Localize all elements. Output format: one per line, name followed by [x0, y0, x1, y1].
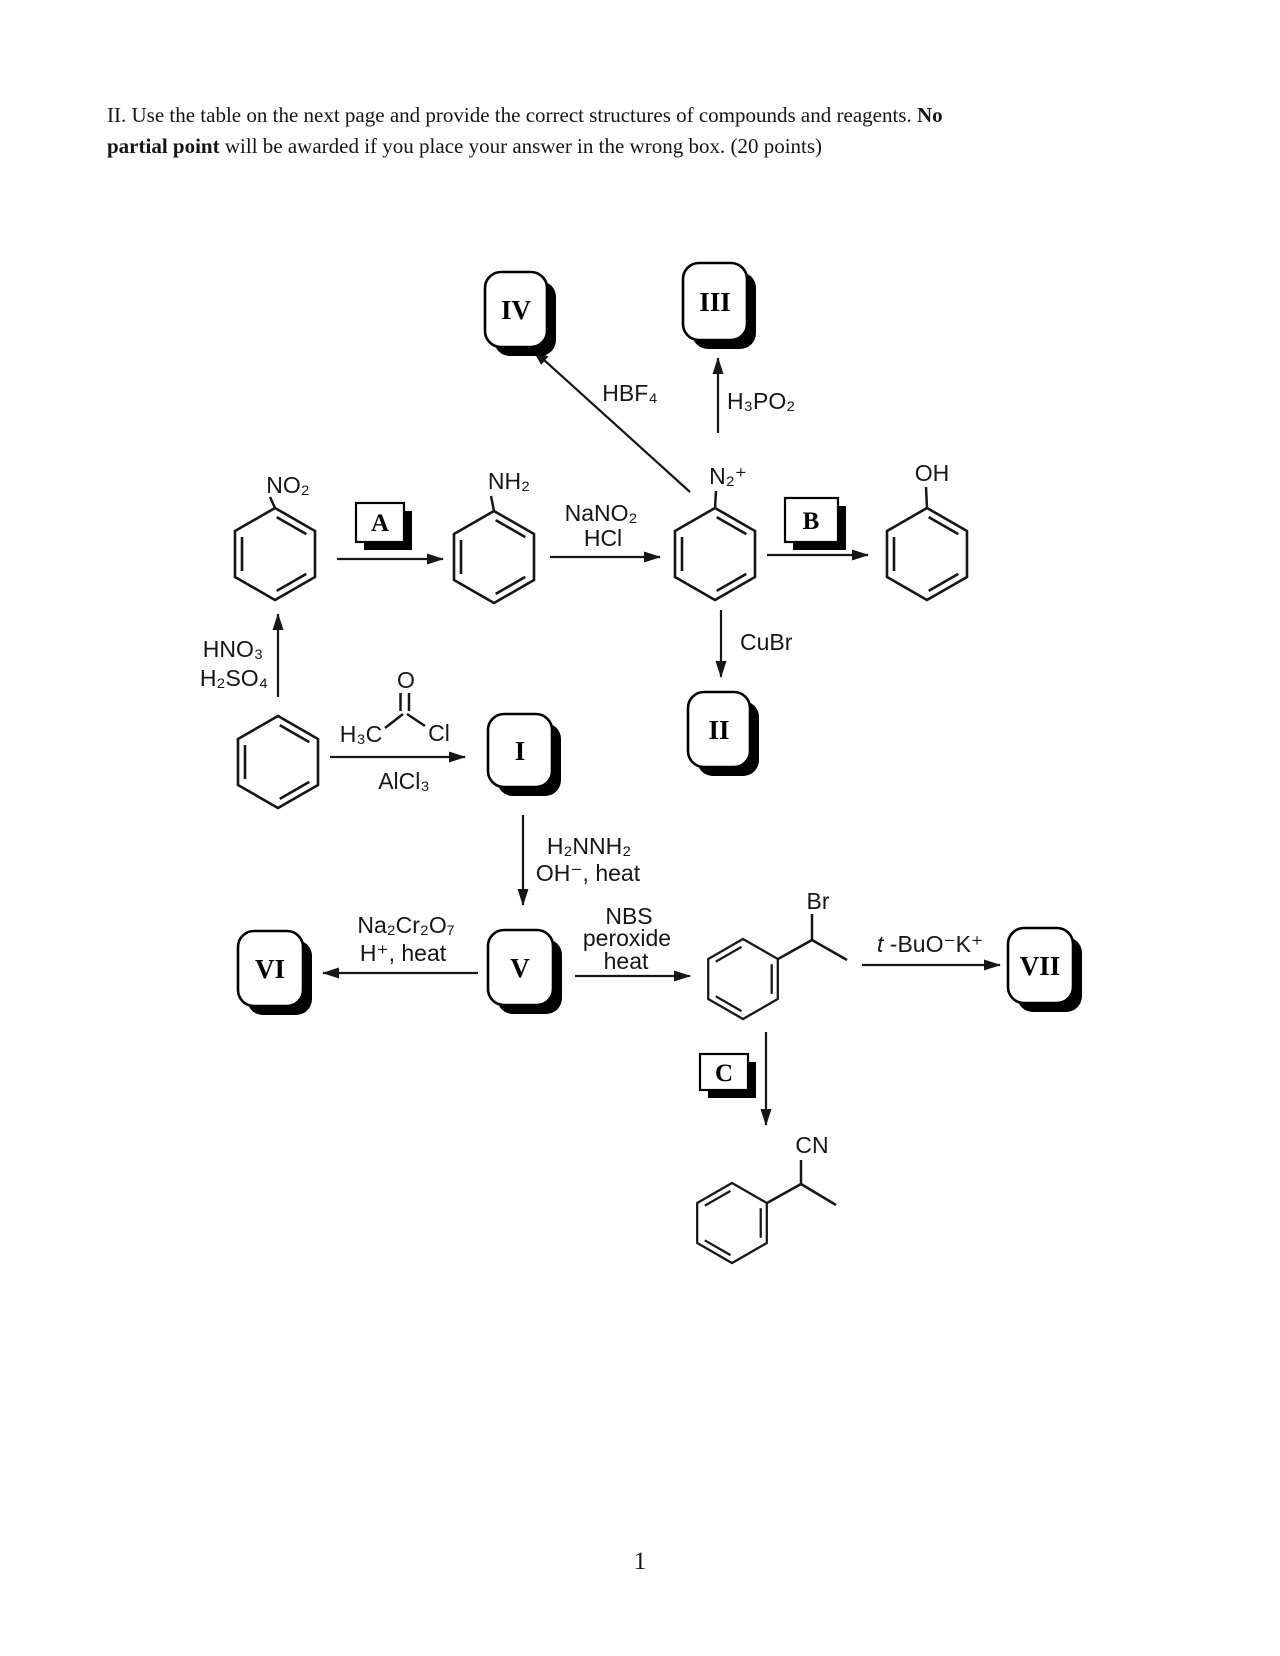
- diazonium-ring: [673, 506, 757, 602]
- answer-box-II: II: [686, 690, 759, 776]
- instructions-bold-no: No: [916, 103, 943, 127]
- aniline-ring: [452, 509, 536, 605]
- box-label-III: III: [699, 287, 731, 317]
- label-h3po2: H₃PO₂: [727, 388, 795, 414]
- box-label-IV: IV: [501, 295, 532, 325]
- instructions-line1: II. Use the table on the next page and p…: [107, 103, 917, 127]
- answer-box-VI: VI: [236, 929, 312, 1015]
- label-alcl3: AlCl₃: [378, 768, 430, 794]
- box-face: [483, 270, 549, 349]
- label-heat: heat: [604, 948, 649, 974]
- label-hno3: HNO₃: [203, 636, 263, 662]
- box-label-V: V: [510, 953, 530, 983]
- box-label-VI: VI: [255, 954, 285, 984]
- box-face: [486, 928, 555, 1007]
- ch-methyl-bond2: [800, 1182, 837, 1207]
- label-h3c: H₃C: [340, 721, 383, 747]
- reagent-box-C: C: [698, 1052, 756, 1098]
- answer-box-V: V: [486, 928, 562, 1014]
- box-face: [783, 496, 840, 544]
- nitro-bond: [268, 496, 277, 509]
- ch-methyl-bond: [811, 938, 848, 962]
- box-face: [486, 712, 554, 789]
- label-h2nnh2: H₂NNH₂: [547, 833, 631, 859]
- hydroxyl-bond: [924, 486, 929, 509]
- bromide-ring: [707, 937, 779, 1021]
- nitrile-ring-ch-bond: [766, 1182, 802, 1205]
- box-label-II: II: [708, 715, 729, 745]
- label-nano2: NaNO₂: [565, 500, 638, 526]
- instructions-text: II. Use the table on the next page and p…: [107, 100, 1087, 162]
- nitrobenzene-ring: [233, 506, 317, 602]
- page-number: 1: [633, 1548, 647, 1575]
- box-label-B: B: [803, 508, 820, 535]
- arrow-hbf4-to-IV: [532, 349, 691, 493]
- box-face: [681, 261, 749, 342]
- box-face: [1006, 926, 1075, 1005]
- label-na2cr2o7: Na₂Cr₂O₇: [357, 912, 454, 938]
- answer-box-VII: VII: [1006, 926, 1082, 1012]
- reagent-box-B: B: [783, 496, 846, 550]
- answer-box-III: III: [681, 261, 756, 349]
- label-cubr: CuBr: [740, 629, 793, 655]
- label-no2: NO₂: [266, 472, 309, 498]
- box-label-A: A: [371, 510, 389, 537]
- instructions-line2: will be awarded if you place your answer…: [219, 134, 823, 158]
- phenol-ring: [885, 506, 969, 602]
- label-tbuok-rest: -BuO⁻K⁺: [883, 931, 983, 957]
- label-tbuok: t -BuO⁻K⁺: [877, 931, 983, 957]
- label-tbuok-italic-t: t: [877, 931, 885, 957]
- label-cl: Cl: [428, 720, 450, 746]
- label-carbonyl-o: O: [397, 667, 415, 693]
- benzene-ring: [236, 714, 320, 810]
- instructions-bold-partial-point: partial point: [107, 134, 220, 158]
- box-label-I: I: [515, 736, 526, 766]
- box-face: [698, 1052, 750, 1092]
- label-cn: CN: [795, 1132, 828, 1158]
- label-hcl: HCl: [584, 525, 622, 551]
- label-h-heat: H⁺, heat: [360, 940, 447, 966]
- label-h2so4: H₂SO₄: [200, 665, 268, 691]
- box-face: [236, 929, 305, 1008]
- reagent-box-A: A: [354, 501, 412, 550]
- acetyl-ch3-bond: [384, 713, 404, 729]
- label-nh2: NH₂: [488, 468, 530, 494]
- box-face: [686, 690, 752, 769]
- label-br: Br: [807, 888, 830, 914]
- label-oh-heat: OH⁻, heat: [536, 860, 641, 886]
- label-oh: OH: [915, 460, 950, 486]
- nitrile-ring: [696, 1181, 768, 1265]
- label-peroxide: peroxide: [583, 925, 671, 951]
- amine-bond: [489, 495, 496, 512]
- answer-box-I: I: [486, 712, 561, 796]
- label-n2plus: N₂⁺: [709, 463, 747, 489]
- label-hbf4: HBF₄: [602, 380, 657, 406]
- bromide-ring-ch-bond: [777, 938, 813, 961]
- label-nbs: NBS: [605, 903, 652, 929]
- acetyl-cl-bond: [406, 712, 426, 728]
- box-label-VII: VII: [1020, 951, 1061, 981]
- diazonium-bond: [713, 490, 718, 509]
- answer-box-IV: IV: [483, 270, 556, 356]
- box-label-C: C: [715, 1060, 733, 1087]
- box-face: [354, 501, 406, 544]
